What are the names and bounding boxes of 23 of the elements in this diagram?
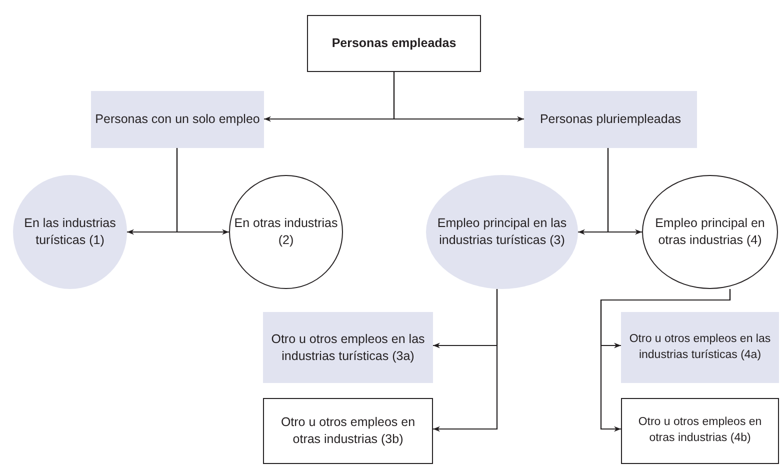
node-label: En otras industrias (2): [234, 215, 338, 249]
node-label: Empleo principal en otras industrias (4): [654, 215, 766, 249]
node-label: Personas con un solo empleo: [95, 111, 260, 128]
connector-arrow: [433, 289, 498, 432]
connector-arrow: [600, 289, 731, 432]
category-box: [524, 91, 697, 148]
node-label: Personas empleadas: [332, 35, 456, 52]
category-box: [263, 398, 433, 464]
connector-arrow: [176, 148, 229, 235]
connector-arrow: [607, 148, 642, 235]
connector-arrow: [393, 72, 524, 122]
category-box: [91, 91, 264, 148]
node-label: Otro u otros empleos en otras industrias (4b): [637, 415, 763, 446]
category-box: [621, 312, 779, 383]
node-label: Otro u otros empleos en otras industrias (3b): [280, 414, 416, 448]
node-label: Otro u otros empleos en las industrias turísticas (4a): [628, 332, 772, 362]
node-label: Personas pluriempleadas: [540, 111, 682, 128]
node-label: Empleo principal en las industrias turísticas (3): [436, 215, 568, 249]
node-label: En las industrias turísticas (1): [23, 215, 117, 249]
node-label: Otro u otros empleos en las industrias turísticas (3a): [270, 330, 426, 364]
category-box: [621, 398, 779, 464]
category-box: [307, 15, 481, 72]
category-box: [263, 312, 433, 383]
